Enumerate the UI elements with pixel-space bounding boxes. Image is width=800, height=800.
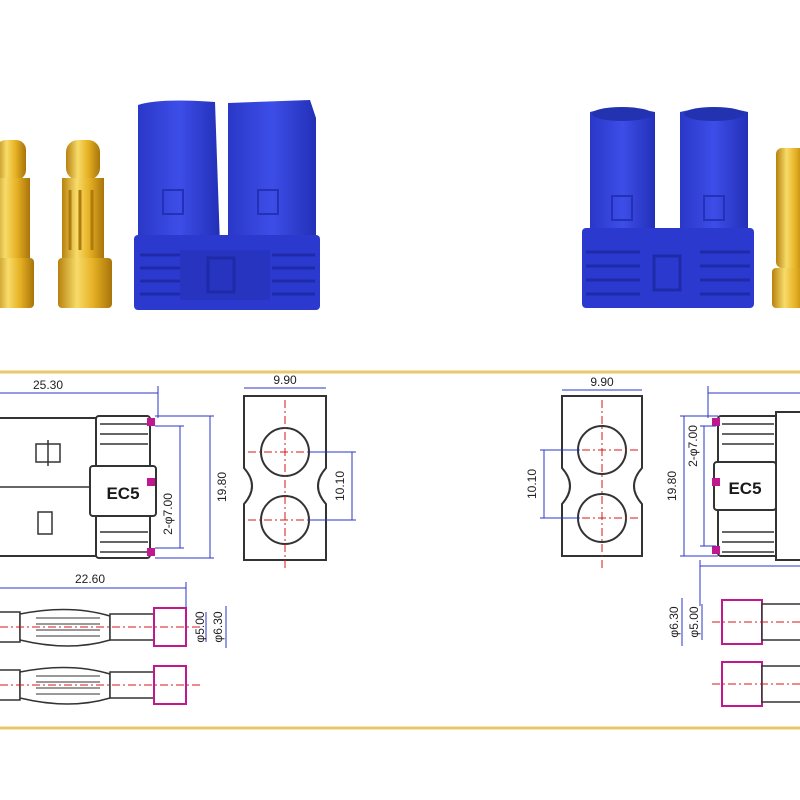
male-ec5-label: EC5 — [106, 484, 139, 503]
gold-bullet-pin — [58, 140, 112, 308]
dim-pin-length: 22.60 — [75, 572, 105, 586]
male-connector-photo — [0, 100, 320, 310]
dim-pin-d1: φ5.00 — [193, 611, 207, 642]
dim-female-face-width: 9.90 — [590, 375, 614, 389]
female-ec5-label: EC5 — [728, 479, 761, 498]
dim-pin-d2: φ6.30 — [211, 611, 225, 642]
dim-socket-d1: φ6.30 — [667, 606, 681, 637]
male-pins-drawing: 22.60 φ5.00 φ6.30 — [0, 572, 227, 705]
male-side-view: EC5 25.30 19.80 2-φ7.00 — [0, 378, 229, 559]
dim-male-pitch: 10.10 — [333, 471, 347, 501]
male-front-face: 9.90 10.10 — [243, 373, 356, 570]
dim-male-bore: 2-φ7.00 — [161, 493, 175, 535]
dim-female-height: 19.80 — [665, 471, 679, 501]
gold-socket — [772, 148, 800, 308]
gold-bullet-pin — [0, 140, 34, 308]
dim-socket-d2: φ5.00 — [687, 606, 701, 637]
dim-female-bore: 2-φ7.00 — [686, 425, 700, 467]
dim-male-face-width: 9.90 — [273, 373, 297, 387]
dim-female-pitch: 10.10 — [525, 469, 539, 499]
female-sockets-drawing: φ6.30 φ5.00 — [667, 560, 800, 707]
dim-male-length: 25.30 — [33, 378, 63, 392]
female-connector-photo — [582, 107, 800, 308]
dim-male-height: 19.80 — [215, 472, 229, 502]
female-front-face: 9.90 10.10 — [525, 375, 643, 568]
female-side-view: EC5 19.80 2-φ7.00 — [665, 386, 800, 561]
